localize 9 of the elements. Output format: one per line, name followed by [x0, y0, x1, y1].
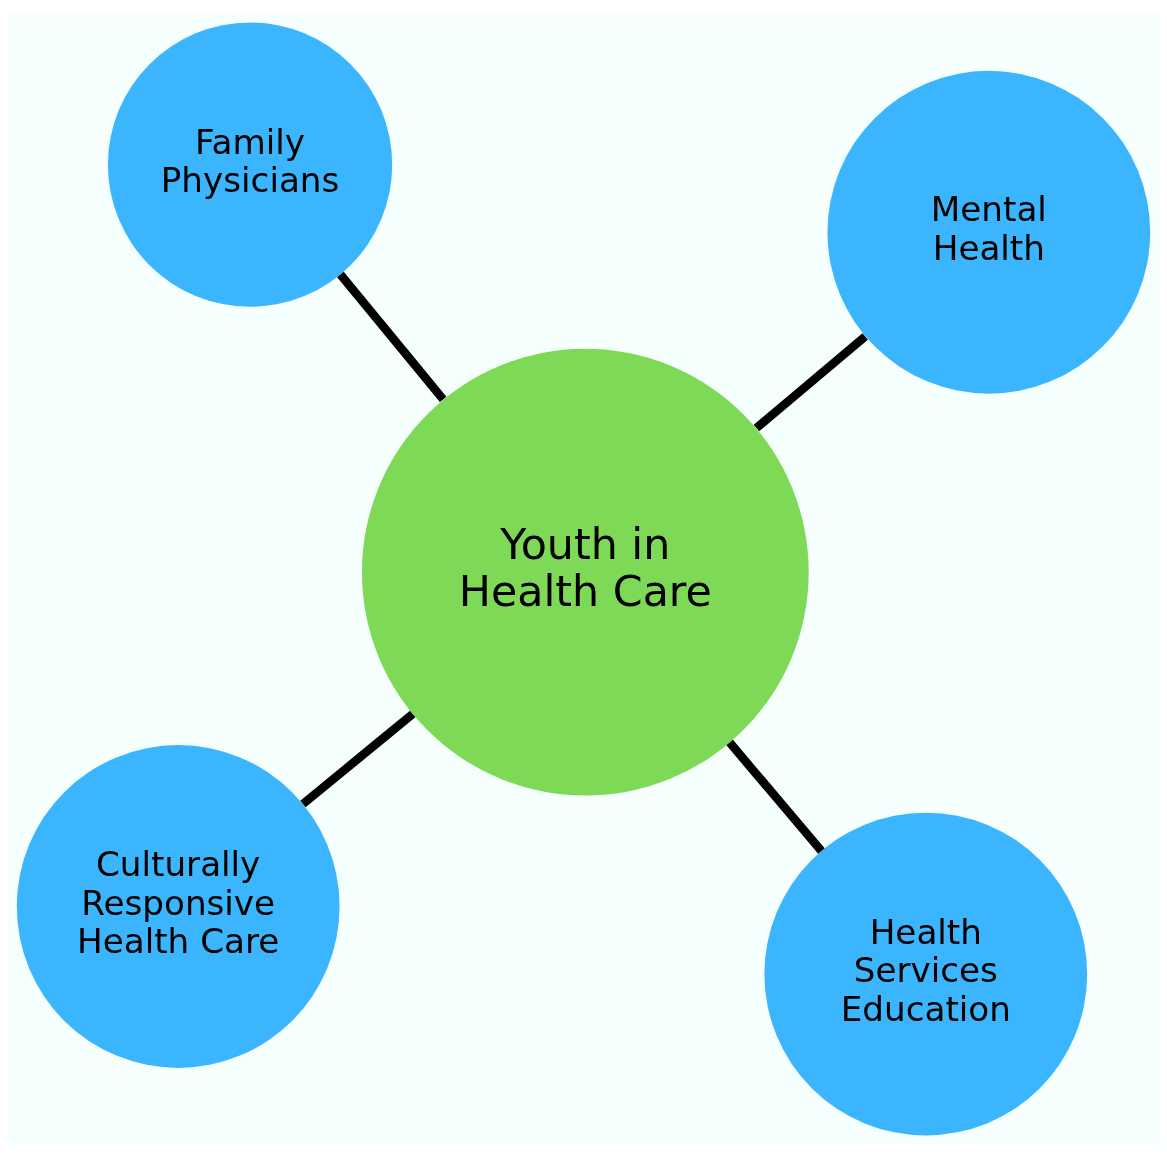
node-circle: Culturally Responsive Health Care [16, 745, 340, 1068]
connector [337, 271, 447, 403]
node-circle: Health Services Education [764, 812, 1088, 1136]
node-circle: Youth in Health Care [361, 348, 809, 796]
connector [726, 739, 825, 854]
connector [753, 333, 868, 432]
node-circle: Family Physicians [107, 22, 393, 307]
connector [300, 710, 416, 808]
node-circle: Mental Health [827, 70, 1151, 394]
